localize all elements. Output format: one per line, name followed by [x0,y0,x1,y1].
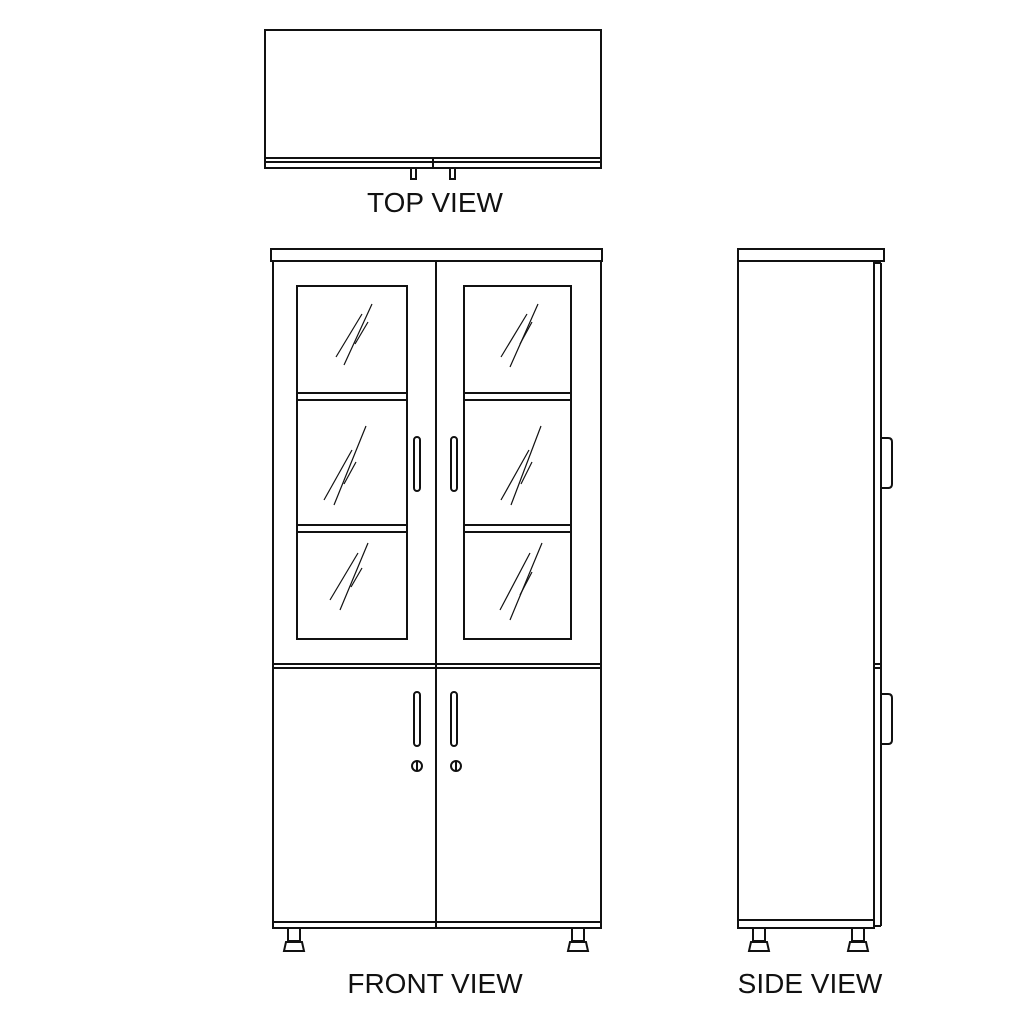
side-lower-handle [881,693,893,745]
top-view-drawing [264,29,602,180]
side-cabinet-body [737,260,875,929]
lock-left-icon [411,760,423,772]
side-foot-left [747,927,771,952]
upper-left-handle [413,436,421,492]
right-glass-frame [463,285,572,640]
side-view-drawing [737,248,893,952]
lower-right-handle [450,691,458,747]
top-view-outline [264,29,602,169]
top-view-handle-right [449,167,456,180]
side-view-label: SIDE VIEW [737,968,883,999]
top-view-handle-left [410,167,417,180]
side-upper-handle [881,437,893,489]
upper-right-handle [450,436,458,492]
front-foot-left [282,927,306,952]
left-glass-reflections [323,303,373,611]
lock-right-icon [450,760,462,772]
front-view-drawing [270,248,603,952]
front-foot-right [566,927,590,952]
lower-left-handle [413,691,421,747]
front-view-label: FRONT VIEW [347,968,523,999]
front-top-board [270,248,603,262]
top-view-label: TOP VIEW [367,187,503,218]
side-top-board [737,248,885,262]
left-glass-frame [296,285,408,640]
right-glass-reflections [499,303,543,621]
side-foot-right [846,927,870,952]
